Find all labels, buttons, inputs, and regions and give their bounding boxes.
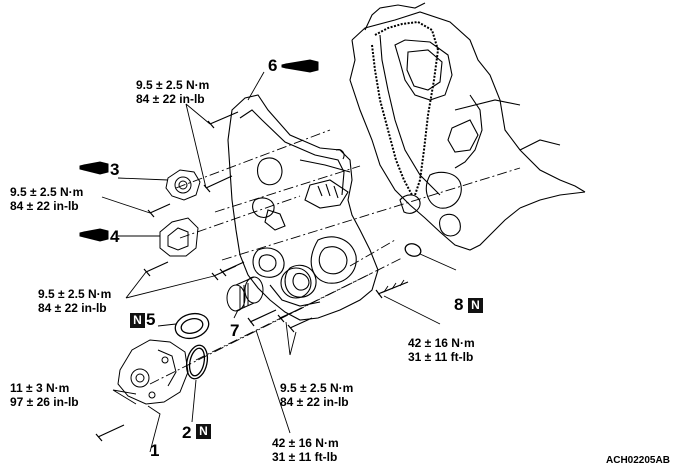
bolts [95,111,409,442]
figure-code: ACH02205AB [606,455,670,466]
torque-label-bottom-small: 9.5 ± 2.5 N·m 84 ± 22 in-lb [280,381,353,409]
torque-label-top-inlb: 84 ± 22 in-lb [136,92,205,106]
torque-label-right-ftlb: 31 ± 11 ft-lb [408,350,474,364]
torque-label-left-inlb: 84 ± 22 in-lb [10,199,79,213]
torque-label-bottom-ftlb: 31 ± 11 ft-lb [272,450,338,464]
torque-label-pump: 11 ± 3 N·m 97 ± 26 in-lb [10,381,79,409]
torque-label-right-nm: 42 ± 16 N·m [408,336,475,350]
part-number-8: 8 [454,295,464,314]
torque-label-left: 9.5 ± 2.5 N·m 84 ± 22 in-lb [10,185,83,213]
part-number-4: 4 [110,227,120,246]
leader-lines [101,71,457,453]
sealant-tube-icon [79,161,109,175]
new-part-badge-icon: N [468,298,483,313]
torque-label-pump-nm: 11 ± 3 N·m [10,381,70,395]
part-number-6: 6 [268,56,278,75]
torque-label-left-nm: 9.5 ± 2.5 N·m [10,185,84,199]
part-number-5: 5 [146,310,156,329]
engine-block [349,2,586,251]
part-4-cover [159,217,199,257]
part-number-3: 3 [110,160,120,179]
part-number-1: 1 [150,441,160,460]
part-1-water-pump [117,339,189,405]
part-3-cover [165,169,201,201]
timing-chain-case [227,94,379,321]
part-number-2: 2 [182,423,192,442]
part-8-o-ring [404,243,422,257]
alignment-lines [149,129,521,385]
torque-label-bottom: 42 ± 16 N·m 31 ± 11 ft-lb [272,436,339,464]
sealant-tube-icon [281,59,319,73]
torque-label-right: 42 ± 16 N·m 31 ± 11 ft-lb [408,336,475,364]
torque-label-top-nm: 9.5 ± 2.5 N·m [136,78,210,92]
sealant-tube-icon [79,228,109,242]
part-number-7: 7 [230,321,240,340]
torque-label-mid-nm: 9.5 ± 2.5 N·m [38,287,112,301]
torque-label-mid-inlb: 84 ± 22 in-lb [38,301,107,315]
new-part-badge-icon: N [196,424,211,439]
torque-label-pump-inlb: 97 ± 26 in-lb [10,395,79,409]
torque-label-bottom-small-inlb: 84 ± 22 in-lb [280,395,349,409]
torque-label-top: 9.5 ± 2.5 N·m 84 ± 22 in-lb [136,78,209,106]
part-7-sleeve [226,276,264,312]
part-2-o-ring [185,344,209,380]
torque-label-bottom-small-nm: 9.5 ± 2.5 N·m [280,381,354,395]
part-5-oil-seal [174,312,210,340]
torque-label-mid: 9.5 ± 2.5 N·m 84 ± 22 in-lb [38,287,111,315]
torque-label-bottom-nm: 42 ± 16 N·m [272,436,339,450]
new-part-badge-icon: N [130,313,145,328]
